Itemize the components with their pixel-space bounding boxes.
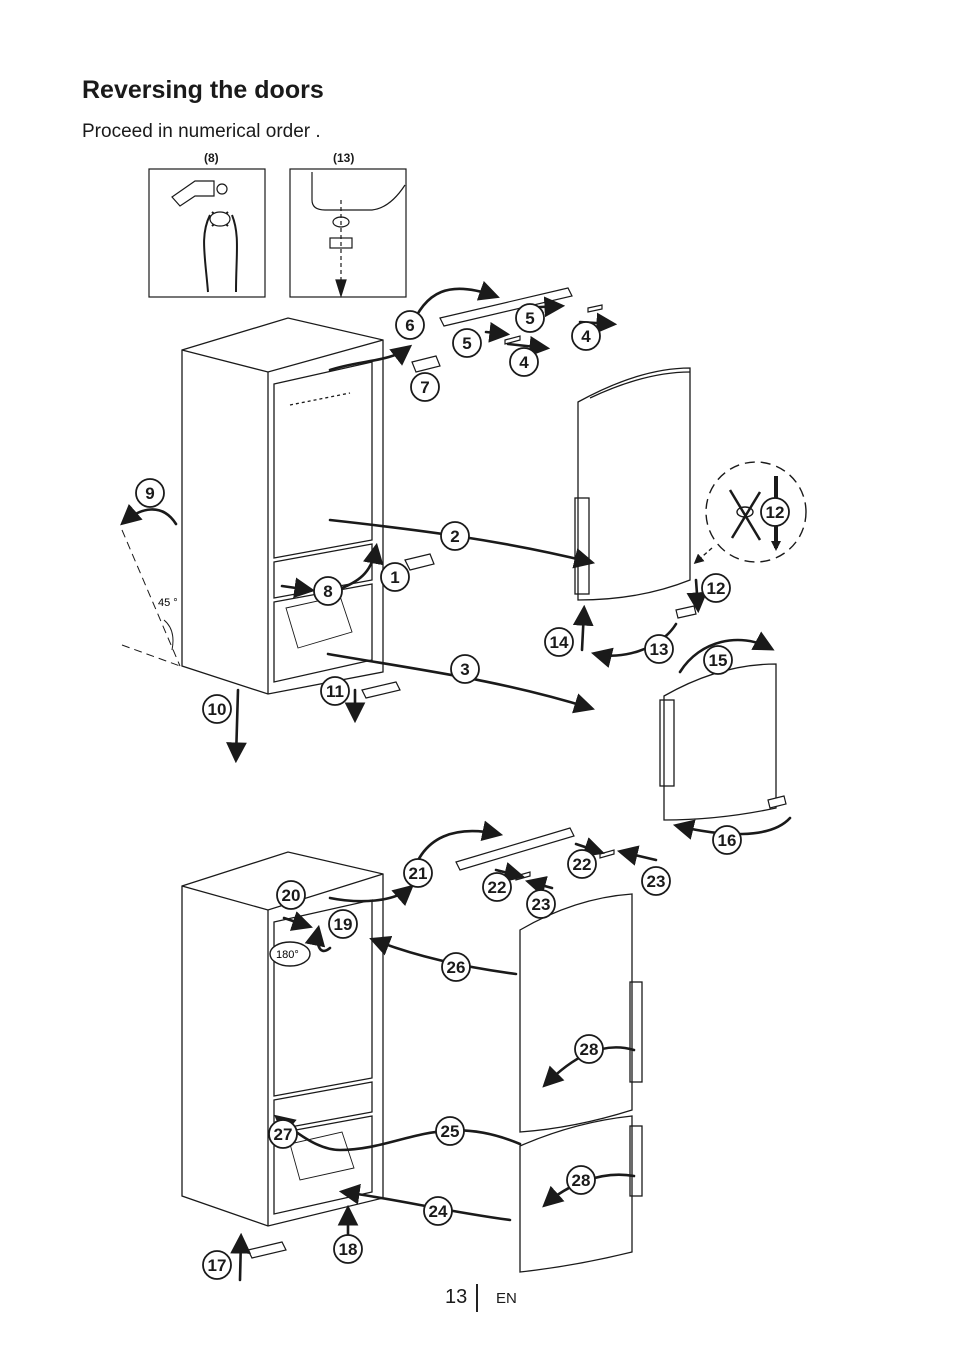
step-badge-3: 3: [450, 654, 480, 684]
svg-text:28: 28: [572, 1171, 591, 1190]
svg-text:2: 2: [450, 527, 459, 546]
step-badge-26: 26: [441, 952, 471, 982]
svg-text:26: 26: [447, 958, 466, 977]
step-badge-20: 20: [276, 880, 306, 910]
rotate-180-badge: 180°: [269, 941, 311, 967]
svg-text:14: 14: [550, 633, 569, 652]
step-badge-5a: 5: [515, 303, 545, 333]
step-badge-8: 8: [313, 576, 343, 606]
step-badge-11: 11: [320, 676, 350, 706]
step-badge-2: 2: [440, 521, 470, 551]
page-footer: 13 EN: [0, 1284, 954, 1324]
svg-text:3: 3: [460, 660, 469, 679]
step-badge-10: 10: [202, 694, 232, 724]
step-badge-24: 24: [423, 1196, 453, 1226]
hinge-pin-detail-icon: [311, 172, 406, 299]
svg-text:24: 24: [429, 1202, 448, 1221]
inset-8-pliers: [148, 168, 266, 298]
step-badge-18: 18: [333, 1234, 363, 1264]
svg-text:15: 15: [709, 651, 728, 670]
step-badge-12a: 12: [760, 497, 790, 527]
step-badge-13: 13: [644, 634, 674, 664]
page-number: 13: [445, 1286, 468, 1308]
svg-text:20: 20: [282, 886, 301, 905]
page-subtitle: Proceed in numerical order .: [82, 121, 321, 142]
inset-13-pin: [289, 168, 407, 299]
step-badge-23b: 23: [526, 889, 556, 919]
step-badge-4b: 4: [509, 347, 539, 377]
step-badge-15: 15: [703, 645, 733, 675]
svg-text:8: 8: [323, 582, 332, 601]
svg-text:16: 16: [718, 831, 737, 850]
step-badge-28b: 28: [566, 1165, 596, 1195]
angle-45-label: 45 °: [158, 597, 178, 609]
inset-label-13: (13): [333, 151, 355, 165]
step-badge-1: 1: [380, 562, 410, 592]
svg-text:12: 12: [707, 579, 726, 598]
step-badge-17: 17: [202, 1250, 232, 1280]
svg-text:18: 18: [339, 1240, 358, 1259]
svg-text:4: 4: [581, 327, 591, 346]
step-badge-4a: 4: [571, 321, 601, 351]
svg-text:25: 25: [441, 1122, 460, 1141]
svg-text:22: 22: [573, 855, 592, 874]
svg-text:10: 10: [208, 700, 227, 719]
step-badge-5b: 5: [452, 328, 482, 358]
svg-text:28: 28: [580, 1040, 599, 1059]
svg-text:17: 17: [208, 1256, 227, 1275]
lower-door-removed: [659, 663, 777, 821]
svg-text:27: 27: [274, 1125, 293, 1144]
step-badge-22b: 22: [482, 872, 512, 902]
step-badge-28a: 28: [574, 1034, 604, 1064]
svg-text:1: 1: [390, 568, 399, 587]
step-badge-19: 19: [328, 909, 358, 939]
step-badge-25: 25: [435, 1116, 465, 1146]
step-badge-16: 16: [712, 825, 742, 855]
svg-text:23: 23: [647, 872, 666, 891]
svg-text:4: 4: [519, 353, 529, 372]
upper-door-reinstall: [519, 893, 643, 1133]
svg-text:5: 5: [525, 309, 534, 328]
step-badge-27: 27: [268, 1119, 298, 1149]
step-badge-6: 6: [395, 310, 425, 340]
fridge-cabinet-top: [181, 317, 384, 695]
fridge-cabinet-bottom: [181, 851, 384, 1227]
page-language: EN: [496, 1290, 517, 1307]
svg-text:9: 9: [145, 484, 154, 503]
svg-text:5: 5: [462, 334, 471, 353]
svg-text:19: 19: [334, 915, 353, 934]
svg-text:22: 22: [488, 878, 507, 897]
upper-door-removed: [574, 367, 691, 601]
footer-divider: [476, 1284, 478, 1312]
svg-text:23: 23: [532, 895, 551, 914]
tilt-angle-guide: [121, 529, 181, 667]
step-badge-23a: 23: [641, 866, 671, 896]
inset-label-8: (8): [204, 151, 219, 165]
svg-text:12: 12: [766, 503, 785, 522]
step-badge-7: 7: [410, 372, 440, 402]
angle-180-label: 180°: [276, 949, 299, 961]
hinge-and-pliers-icon: [171, 180, 238, 293]
svg-text:11: 11: [326, 682, 344, 701]
step-badge-22a: 22: [567, 849, 597, 879]
step-badge-9: 9: [135, 478, 165, 508]
step-badge-21: 21: [403, 858, 433, 888]
svg-text:6: 6: [405, 316, 414, 335]
svg-text:13: 13: [650, 640, 669, 659]
page-title: Reversing the doors: [82, 76, 324, 104]
step-numbers: 1 2 3 4 4 5 5 6 7 8 9 10 11 12 12 13 14 …: [135, 303, 790, 1280]
svg-text:21: 21: [409, 864, 428, 883]
step-badge-14: 14: [544, 627, 574, 657]
svg-text:7: 7: [420, 378, 429, 397]
step-badge-12b: 12: [701, 573, 731, 603]
